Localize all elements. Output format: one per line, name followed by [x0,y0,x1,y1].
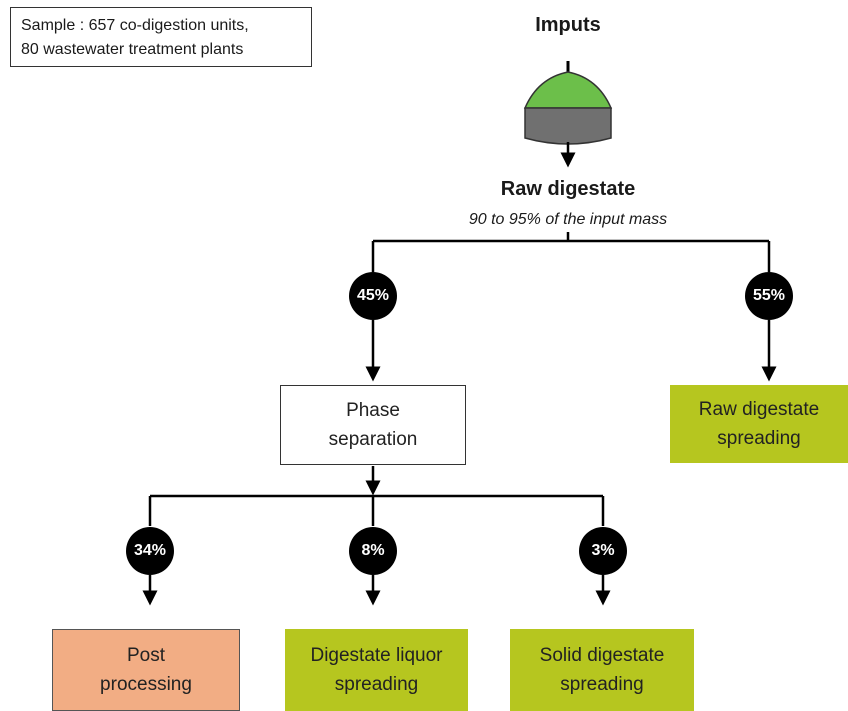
inputs-title: Imputs [535,14,601,36]
raw-digestate-subtitle: 90 to 95% of the input mass [468,211,668,228]
pct-liquor-spreading: 8% [349,527,397,575]
raw-spreading-line-2: spreading [717,428,801,449]
solid-spreading-box: Solid digestate spreading [510,629,694,711]
raw-digestate-title: Raw digestate [500,178,636,200]
raw-spreading-line-1: Raw digestate [698,399,820,420]
solid-spreading-line-2: spreading [560,674,644,695]
liquor-spreading-line-1: Digestate liquor [310,645,443,666]
post-processing-line-2: processing [100,674,192,695]
post-processing-box: Post processing [52,629,240,711]
pct-phase-separation: 45% [349,272,397,320]
solid-spreading-line-1: Solid digestate [539,645,665,666]
sample-line-1: Sample : 657 co-digestion units, [21,17,249,34]
sample-note: Sample : 657 co-digestion units, 80 wast… [10,7,312,67]
liquor-spreading-line-2: spreading [334,674,419,695]
digester-icon [523,61,613,145]
phase-separation-line-2: separation [328,429,418,450]
split-connector-top [371,232,771,272]
pct-solid-spreading: 3% [579,527,627,575]
raw-spreading-box: Raw digestate spreading [670,385,848,463]
split-connector-bottom [148,494,605,526]
post-processing-line-1: Post [126,645,166,666]
pct-raw-spreading: 55% [745,272,793,320]
pct-post-processing: 34% [126,527,174,575]
liquor-spreading-box: Digestate liquor spreading [285,629,468,711]
sample-line-2: 80 wastewater treatment plants [21,41,244,58]
phase-separation-line-1: Phase [346,400,400,421]
phase-separation-box: Phase separation [280,385,466,465]
